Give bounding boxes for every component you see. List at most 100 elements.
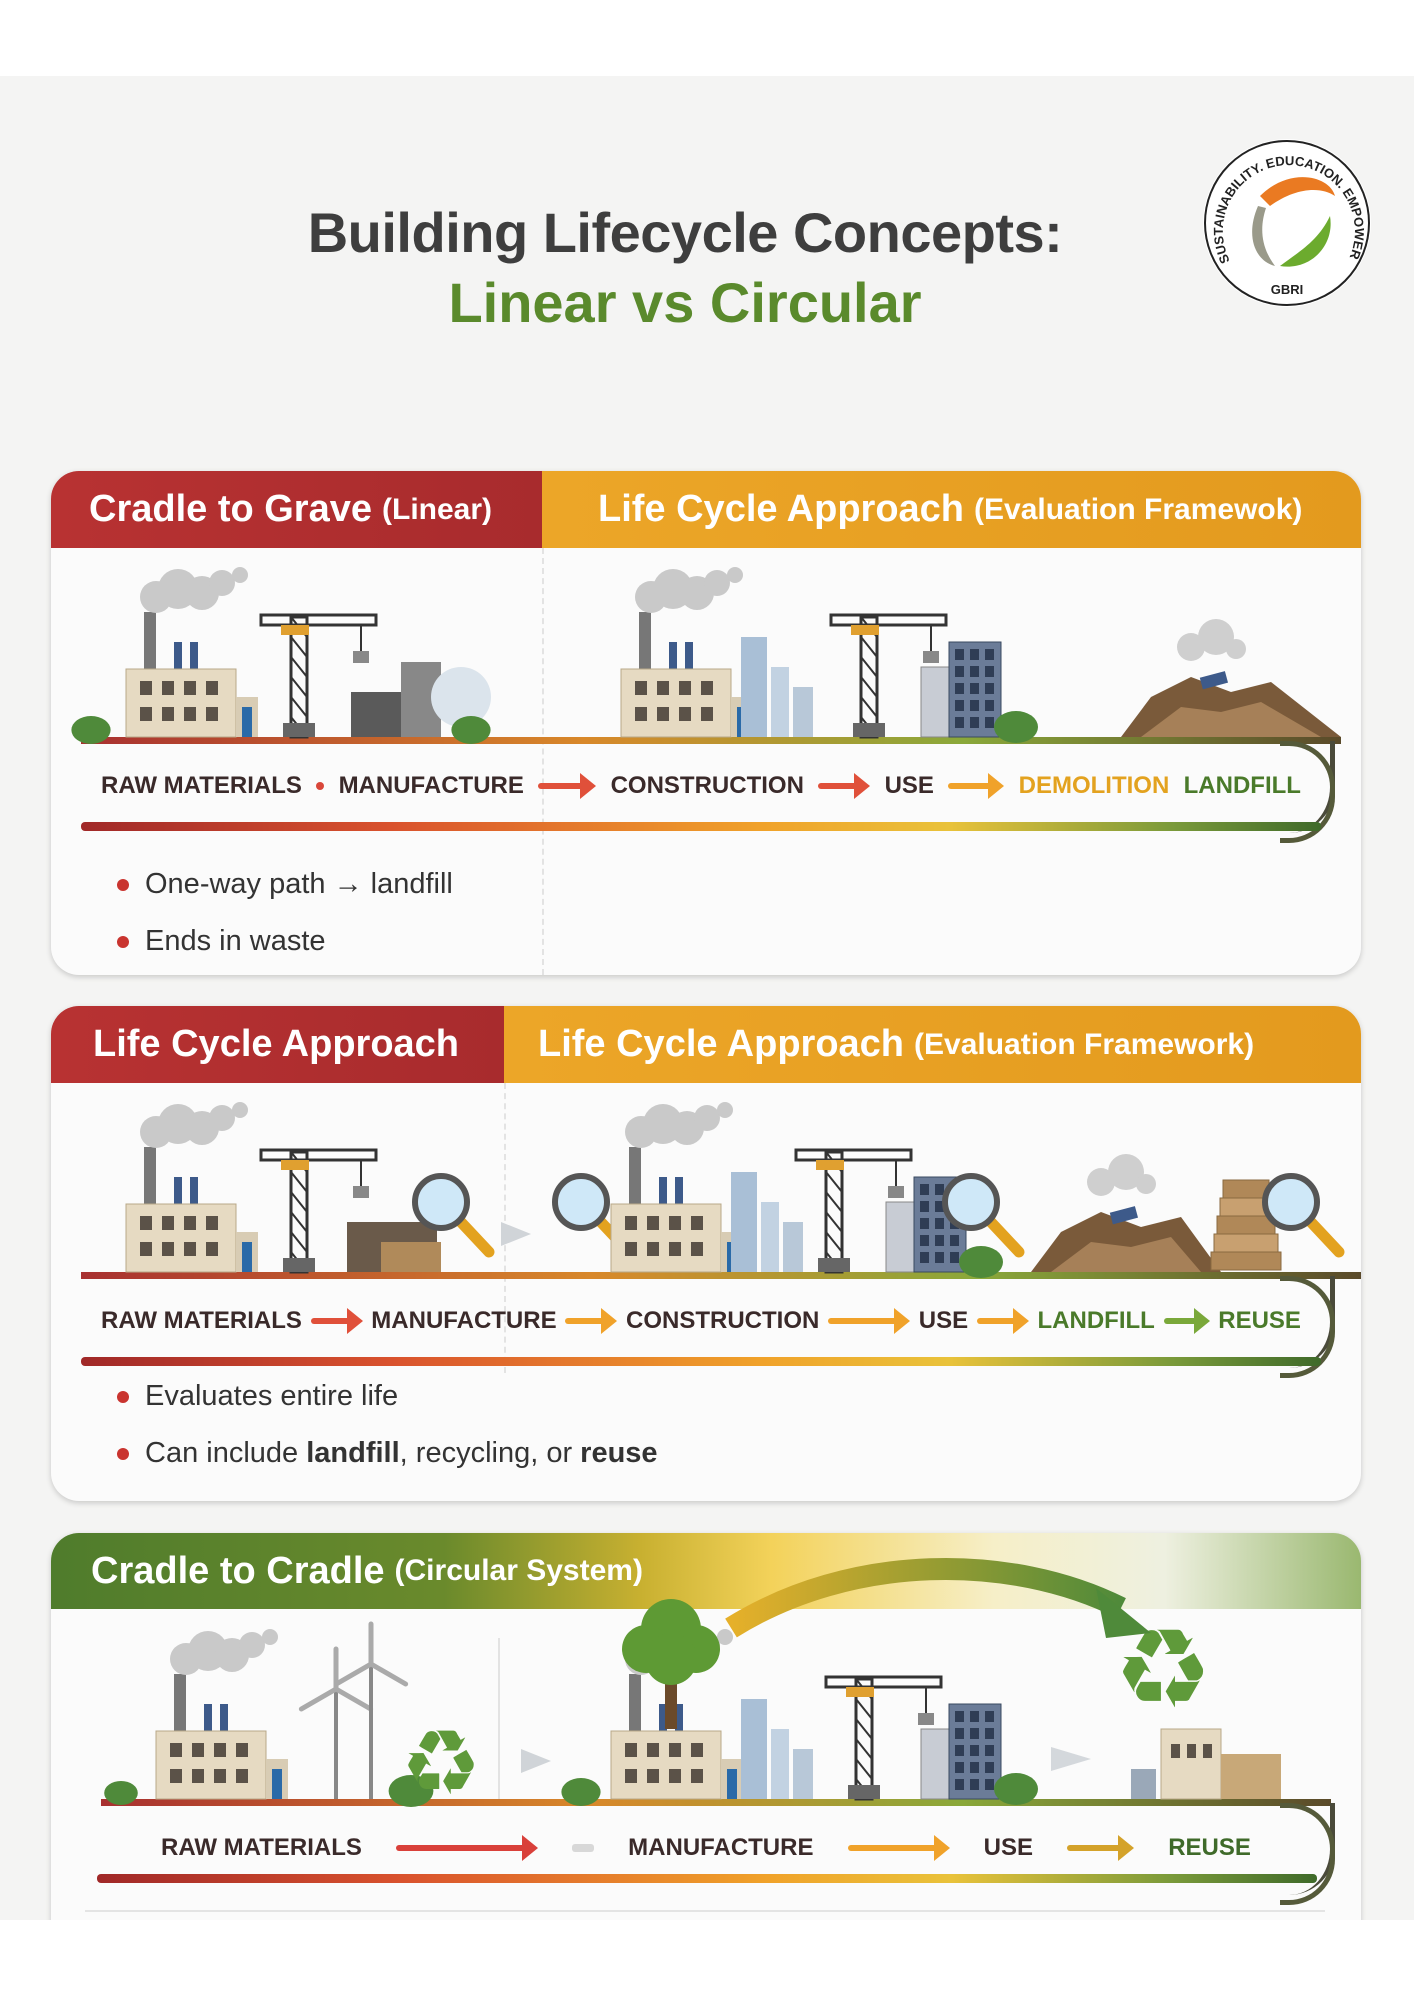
office-buildings-illustration: [920, 641, 1038, 743]
crane-illustration: [259, 1148, 378, 1274]
smoke-cloud: [140, 567, 248, 613]
gradient-bar: [81, 822, 1321, 831]
magnifier-icon: [1262, 1173, 1345, 1258]
flow-step-raw-materials: RAW MATERIALS: [101, 772, 302, 799]
divider-line: [85, 1910, 1325, 1912]
smoke-cloud: [170, 1629, 278, 1675]
flow-step-use: USE: [884, 772, 934, 799]
city-buildings-illustration: [741, 637, 813, 737]
factory-illustration: [620, 612, 753, 738]
process-arrow-icon: [1051, 1747, 1091, 1771]
card-header-left: Cradle to Grave(Linear): [51, 471, 542, 548]
tree-illustration: [622, 1599, 720, 1729]
bullet-item: One-way path → landfill: [117, 856, 453, 913]
arrow-right-icon: [976, 1308, 1029, 1334]
crane-illustration: [829, 613, 948, 739]
column-divider: [498, 1638, 500, 1803]
landfill-rubble-illustration: [1031, 1154, 1221, 1272]
separator-dash: [572, 1844, 595, 1852]
arrow-right-icon: [828, 1308, 911, 1334]
circular-return-arrow: [725, 1558, 1151, 1638]
reuse-buildings-illustration: [1131, 1728, 1281, 1800]
arrow-right-icon: [948, 773, 1005, 799]
flow-step-construction: CONSTRUCTION: [610, 772, 804, 799]
bullet-text: Ends in waste: [145, 925, 326, 957]
arrow-right-icon: [565, 1308, 618, 1334]
card-header: Cradle to Cradle(Circular System): [51, 1533, 1361, 1609]
separator-dot: [316, 782, 325, 790]
crane-illustration: [824, 1675, 943, 1801]
arrow-right-icon: [847, 1835, 950, 1861]
flow-step-reuse: REUSE: [1218, 1307, 1301, 1334]
small-buildings-illustration: [347, 1222, 441, 1272]
arrow-right-icon: [395, 1835, 538, 1861]
ground-line: [101, 1799, 1331, 1806]
arrow-right-icon: [818, 773, 871, 799]
circular-lifecycle-illustration: ♻♻: [101, 1599, 1331, 1815]
card-header-right: Life Cycle Approach (Evaluation Framework…: [504, 1006, 1361, 1083]
flow-step-raw-materials: RAW MATERIALS: [161, 1834, 362, 1861]
flow-step-use: USE: [918, 1307, 969, 1334]
arrow-right-icon: [1163, 1308, 1210, 1334]
crane-illustration: [794, 1148, 913, 1274]
arrow-right-icon: [1067, 1835, 1135, 1861]
landfill-rubble-illustration: [1121, 619, 1341, 737]
recycle-icon: ♻: [401, 1711, 482, 1815]
flow-step-reuse: REUSE: [1168, 1834, 1251, 1861]
wind-turbine-illustration: [298, 1646, 374, 1799]
flow-step-manufacture: MANUFACTURE: [338, 772, 524, 799]
green-leaf-icon: [1280, 216, 1331, 267]
page-subtitle: Linear vs Circular: [448, 271, 922, 334]
evaluation-lifecycle-illustration: [81, 1102, 1361, 1279]
bullet-dot-icon: [117, 1390, 129, 1403]
bullet-text: One-way path → landfill: [145, 868, 453, 900]
bullet-dot-icon: [117, 878, 129, 891]
small-buildings-illustration: [351, 662, 491, 737]
header-title: Life Cycle Approach: [598, 488, 965, 530]
crane-illustration: [259, 613, 378, 739]
arrow-right-icon: [538, 773, 597, 799]
header-subtitle: (Evaluation Framework): [914, 1027, 1255, 1061]
bullet-dot-icon: [117, 1447, 129, 1460]
factory-illustration: [610, 1674, 743, 1800]
grey-leaf-icon: [1252, 206, 1275, 266]
bush-illustration: [451, 716, 491, 744]
factory-illustration: [155, 1674, 288, 1800]
office-buildings-illustration: [920, 1703, 1038, 1805]
bush-illustration: [388, 1775, 434, 1807]
header-title: Life Cycle Approach: [538, 1023, 905, 1065]
magnifier-icon: [412, 1173, 495, 1258]
flow-step-raw-materials: RAW MATERIALS: [101, 1307, 302, 1334]
ground-line: [81, 1272, 1361, 1279]
gradient-bar: [97, 1874, 1317, 1883]
linear-lifecycle-illustration: [71, 567, 1341, 744]
city-buildings-illustration: [731, 1172, 803, 1272]
header-subtitle: (Linear): [382, 492, 493, 526]
arrow-right-icon: [310, 1308, 363, 1334]
city-buildings-illustration: [741, 1699, 813, 1799]
bullet-text: Evaluates entire life: [145, 1380, 399, 1412]
bush-illustration: [561, 1778, 601, 1806]
life-cycle-approach-card: Life Cycle Approach Life Cycle Approach (…: [51, 1006, 1361, 1501]
bullet-text: , recycling, or: [399, 1437, 581, 1469]
cradle-to-grave-card: Cradle to Grave(Linear) Life Cycle Appro…: [51, 471, 1361, 975]
bullet-text-bold: landfill: [306, 1437, 400, 1469]
card-header-right: Life Cycle Approach(Evaluation Framewok): [542, 471, 1361, 548]
bullet-item: Evaluates entire life: [117, 1368, 658, 1425]
card-header-left: Life Cycle Approach: [51, 1006, 504, 1083]
smoke-cloud: [140, 1102, 248, 1148]
bullet-text-bold: reuse: [580, 1437, 658, 1469]
ground-line: [81, 737, 1341, 744]
flow-step-manufacture: MANUFACTURE: [628, 1834, 814, 1861]
gbri-logo: SUSTAINABILITY. EDUCATION. EMPOWERMENT G…: [1200, 136, 1371, 307]
process-arrow-icon: [521, 1749, 551, 1773]
flow-step-landfill: LANDFILL: [1183, 772, 1301, 799]
smoke-cloud: [635, 567, 743, 613]
smoke-cloud: [625, 1102, 733, 1148]
bush-illustration: [71, 716, 111, 744]
